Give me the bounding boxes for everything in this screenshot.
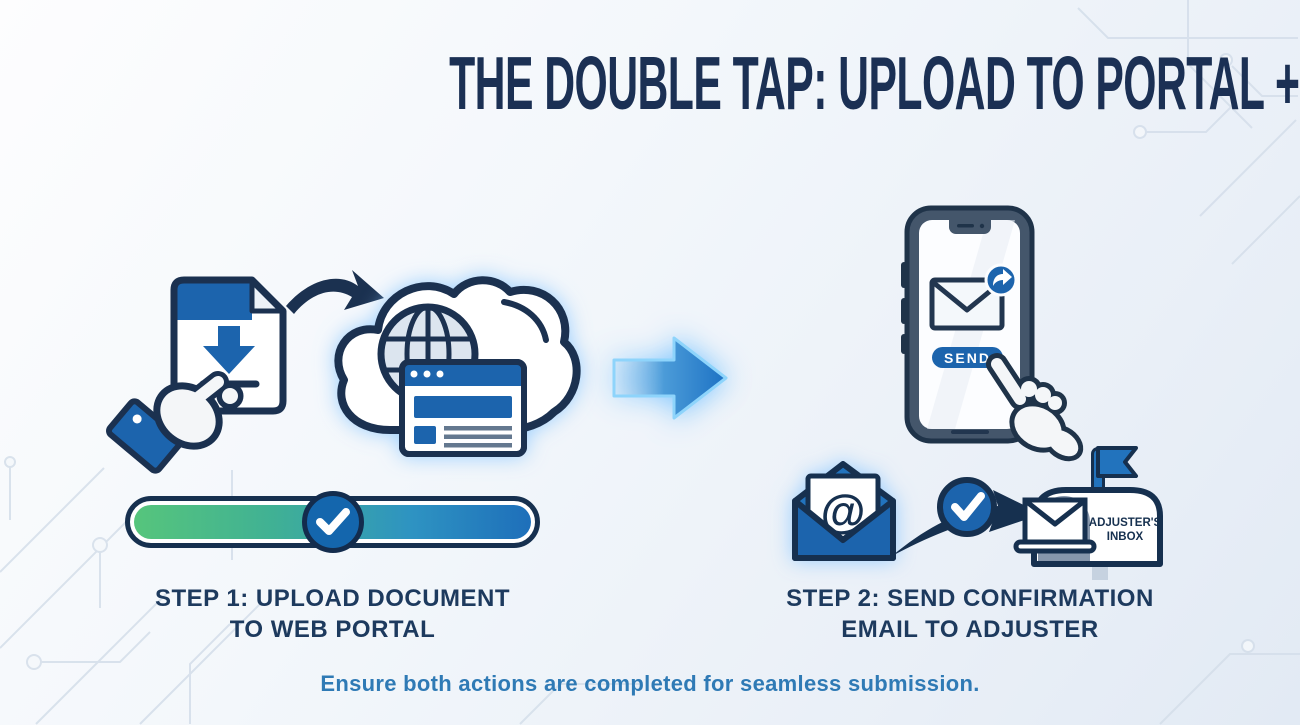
phone-illustration: SEND bbox=[901, 205, 1084, 462]
step1-caption-line1: STEP 1: UPLOAD DOCUMENT bbox=[154, 585, 511, 612]
at-email-icon: @ bbox=[792, 461, 896, 561]
step1-caption: STEP 1: UPLOAD DOCUMENT TO WEB PORTAL bbox=[90, 583, 575, 645]
mailbox-label-line1: ADJUSTER'S bbox=[1089, 517, 1162, 529]
send-button: SEND bbox=[932, 347, 1003, 368]
document-download-icon bbox=[170, 276, 287, 415]
share-arrow-icon bbox=[984, 263, 1018, 297]
upload-illustration bbox=[106, 270, 581, 474]
checkmark-glyph bbox=[315, 508, 350, 535]
step2-caption-line1: STEP 2: SEND CONFIRMATION bbox=[786, 585, 1154, 612]
step2-caption-line2: EMAIL TO ADJUSTER bbox=[841, 616, 1099, 643]
pointing-hand-icon bbox=[986, 353, 1084, 462]
browser-window-icon bbox=[399, 359, 527, 457]
step1-caption-line2: TO WEB PORTAL bbox=[229, 616, 436, 643]
page-title-text: THE DOUBLE TAP: UPLOAD TO PORTAL + EMAIL… bbox=[449, 41, 1300, 125]
page-title: THE DOUBLE TAP: UPLOAD TO PORTAL + EMAIL… bbox=[0, 40, 1300, 126]
progress-checkmark-icon bbox=[301, 491, 364, 553]
flow-arrow-icon bbox=[612, 336, 728, 420]
confirm-check-arrow-icon bbox=[892, 477, 1042, 556]
mailbox-flag-icon bbox=[1096, 446, 1138, 478]
email-envelope-icon bbox=[929, 277, 1005, 331]
mailbox-envelope-icon bbox=[1022, 497, 1088, 547]
footer-note: Ensure both actions are completed for se… bbox=[320, 671, 980, 696]
cloud-upload-icon bbox=[334, 276, 581, 457]
step2-caption: STEP 2: SEND CONFIRMATION EMAIL TO ADJUS… bbox=[740, 583, 1200, 645]
upload-arrow-icon bbox=[286, 270, 384, 314]
hand-holding-icon bbox=[106, 371, 244, 474]
mailbox-icon: ADJUSTER'S INBOX bbox=[1013, 446, 1163, 580]
upload-progress-bar bbox=[125, 491, 540, 553]
send-button-label: SEND bbox=[944, 350, 991, 366]
mailbox-label-line2: INBOX bbox=[1107, 531, 1144, 543]
